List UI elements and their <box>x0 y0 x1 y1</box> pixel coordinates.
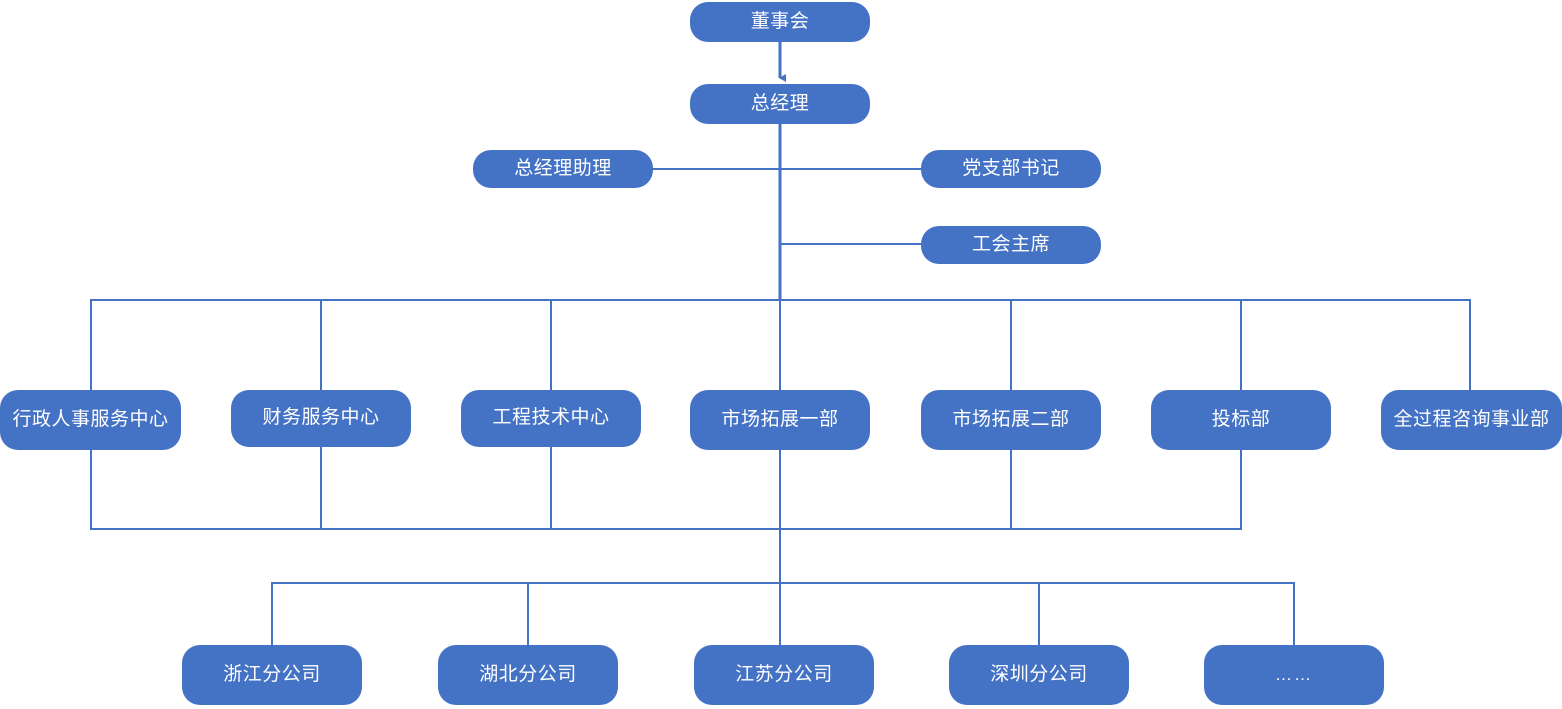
node-department-engineering-technology-center[interactable]: 工程技术中心 <box>461 390 641 447</box>
node-union-chairman[interactable]: 工会主席 <box>921 226 1101 264</box>
node-branch-jiangsu[interactable]: 江苏分公司 <box>694 645 874 705</box>
node-party-branch-secretary[interactable]: 党支部书记 <box>921 150 1101 188</box>
node-branch-shenzhen-label: 深圳分公司 <box>990 663 1088 685</box>
node-department-whole-process-consulting[interactable]: 全过程咨询事业部 <box>1381 390 1562 450</box>
node-branch-zhejiang[interactable]: 浙江分公司 <box>182 645 362 705</box>
node-branch-hubei-label: 湖北分公司 <box>479 663 577 685</box>
node-union-chairman-label: 工会主席 <box>971 233 1050 255</box>
node-department-admin-hr-service-center[interactable]: 行政人事服务中心 <box>0 390 181 450</box>
node-general-manager-assistant-label: 总经理助理 <box>514 157 612 179</box>
node-department-admin-hr-service-center-label: 行政人事服务中心 <box>12 408 169 430</box>
node-department-finance-service-center[interactable]: 财务服务中心 <box>231 390 411 447</box>
node-department-bidding-label: 投标部 <box>1211 408 1271 430</box>
node-department-market-development-1[interactable]: 市场拓展一部 <box>690 390 870 450</box>
node-department-market-development-2[interactable]: 市场拓展二部 <box>921 390 1101 450</box>
node-department-market-development-1-label: 市场拓展一部 <box>721 408 839 430</box>
node-department-bidding[interactable]: 投标部 <box>1151 390 1331 450</box>
node-department-engineering-technology-center-label: 工程技术中心 <box>492 407 610 429</box>
node-department-market-development-2-label: 市场拓展二部 <box>952 408 1070 430</box>
node-department-finance-service-center-label: 财务服务中心 <box>262 407 380 429</box>
node-branch-hubei[interactable]: 湖北分公司 <box>438 645 618 705</box>
node-branch-more-ellipsis-label: …… <box>1275 665 1313 685</box>
node-branch-zhejiang-label: 浙江分公司 <box>223 663 321 685</box>
node-board[interactable]: 董事会 <box>690 2 870 42</box>
node-general-manager-assistant[interactable]: 总经理助理 <box>473 150 653 188</box>
node-general-manager-label: 总经理 <box>750 92 810 114</box>
node-department-whole-process-consulting-label: 全过程咨询事业部 <box>1393 408 1550 430</box>
node-board-label: 董事会 <box>750 10 810 32</box>
node-branch-jiangsu-label: 江苏分公司 <box>735 663 833 685</box>
node-general-manager[interactable]: 总经理 <box>690 84 870 124</box>
node-branch-shenzhen[interactable]: 深圳分公司 <box>949 645 1129 705</box>
node-branch-more-ellipsis[interactable]: …… <box>1204 645 1384 705</box>
node-party-branch-secretary-label: 党支部书记 <box>962 157 1060 179</box>
